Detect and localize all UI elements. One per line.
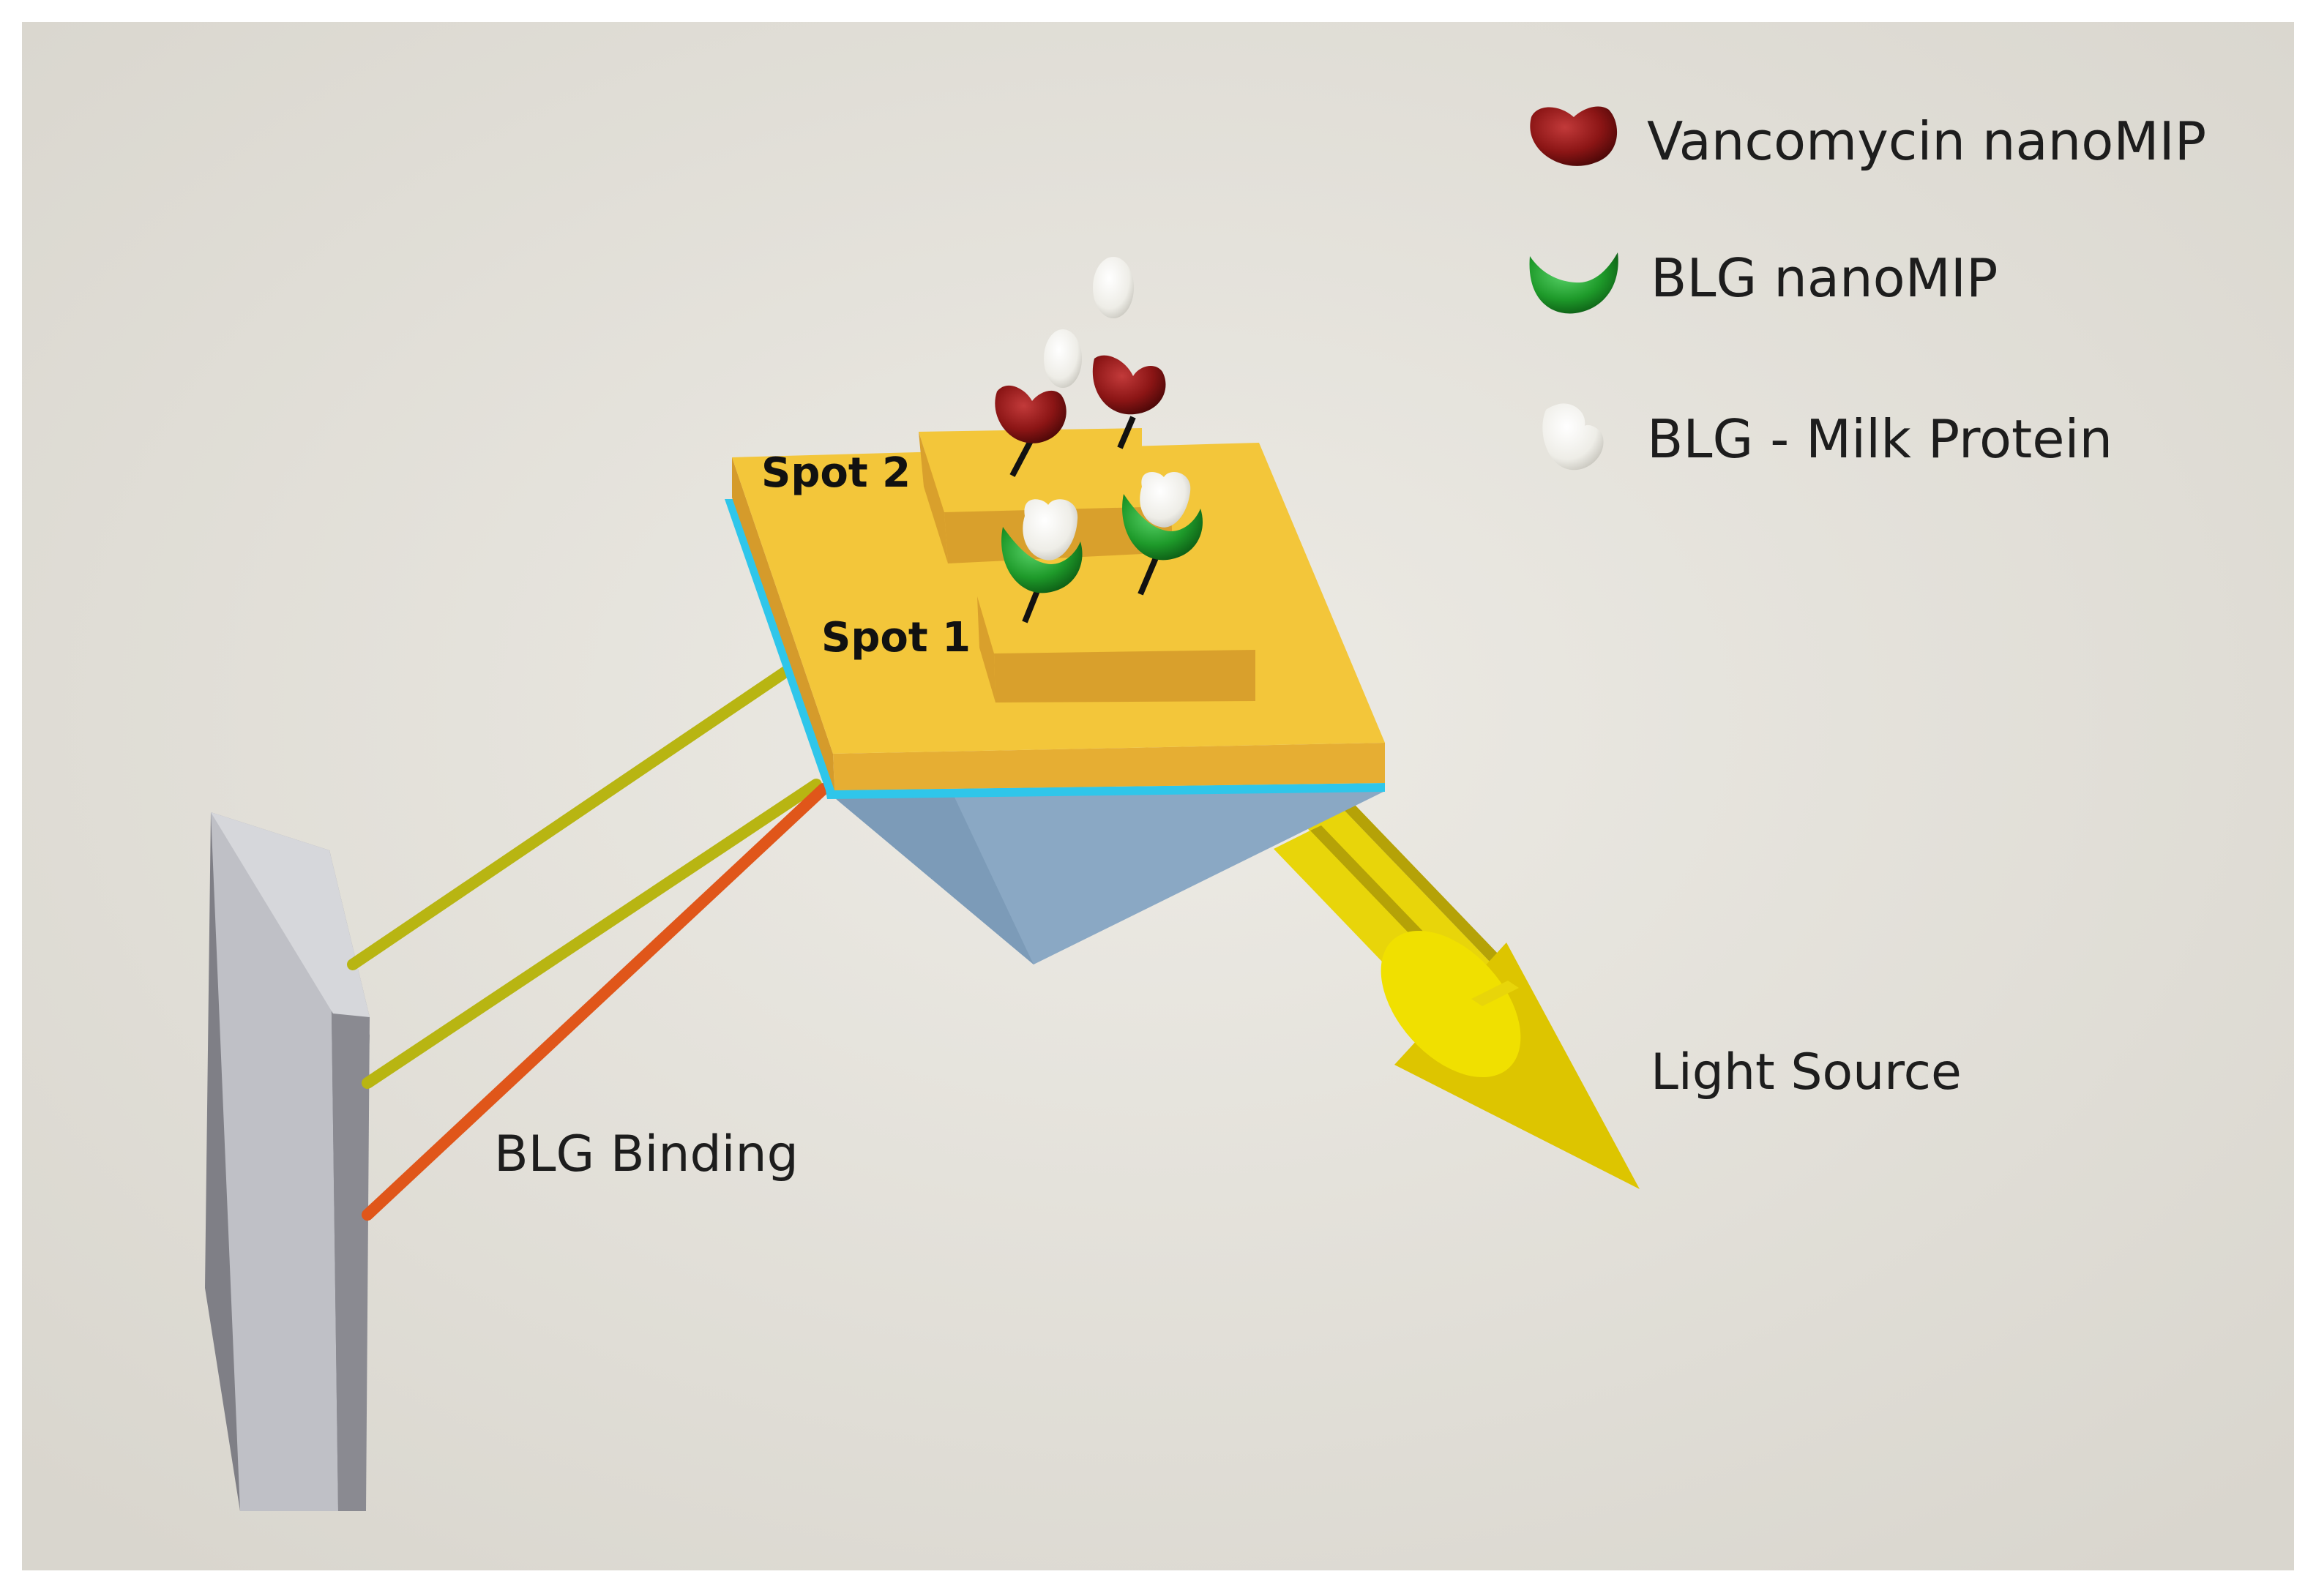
sensor-film-bottom [826, 783, 1385, 799]
chip-side [732, 457, 834, 790]
prism [826, 790, 1383, 964]
reflected-beams [347, 660, 829, 1221]
vancomycin-nanomip-1 [995, 385, 1067, 477]
light-source-label: Light Source [1651, 1044, 1962, 1101]
legend: Vancomycin nanoMIP BLG nanoMIP BLG - Mil… [1529, 106, 2206, 471]
chip-front [833, 743, 1385, 790]
light-source-cone [1381, 930, 1640, 1189]
legend-label-milk-protein: BLG - Milk Protein [1647, 408, 2113, 470]
spot-1-label: Spot 1 [821, 614, 971, 662]
sensor-chip: Spot 2 Spot 1 [725, 428, 1385, 799]
spot-1-block [977, 591, 1255, 703]
free-blg-protein-2 [1044, 329, 1082, 388]
spot-2-label: Spot 2 [761, 449, 911, 497]
free-blg-protein-1 [1093, 257, 1134, 318]
shifted-beam [362, 783, 829, 1221]
legend-item-blg-nanomip: BLG nanoMIP [1529, 247, 1998, 314]
reflected-beam-2 [362, 779, 822, 1089]
legend-label-blg-nanomip: BLG nanoMIP [1651, 247, 1998, 309]
bound-molecules [995, 257, 1203, 623]
vancomycin-nanomip-icon [1530, 106, 1618, 166]
blg-nanomip-1 [1001, 499, 1083, 623]
vancomycin-nanomip-2 [1092, 355, 1166, 449]
blg-nanomip-icon [1529, 252, 1618, 314]
blg-nanomip-2 [1122, 471, 1203, 596]
legend-item-milk-protein: BLG - Milk Protein [1542, 403, 2113, 471]
legend-label-vancomycin: Vancomycin nanoMIP [1647, 110, 2206, 172]
detector-panel [205, 812, 370, 1511]
blg-protein-bound-2 [1140, 471, 1191, 528]
legend-item-vancomycin: Vancomycin nanoMIP [1530, 106, 2206, 172]
blg-binding-label: BLG Binding [494, 1125, 799, 1183]
blg-protein-bound-1 [1023, 499, 1078, 561]
milk-protein-icon [1542, 403, 1604, 471]
reflected-beam-1 [347, 660, 800, 970]
